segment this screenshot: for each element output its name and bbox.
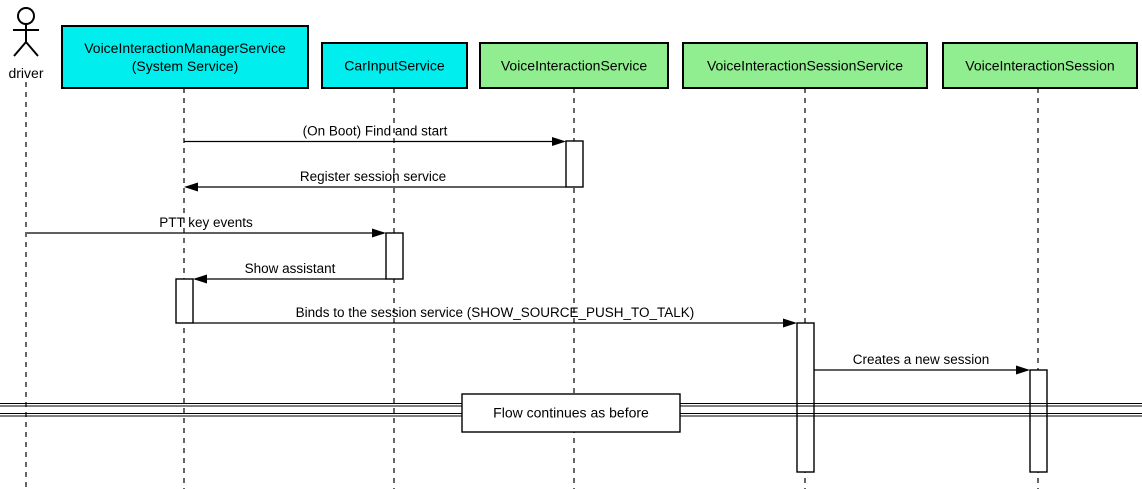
message-arrowhead <box>184 182 198 192</box>
message-on-boot-find-and-start: (On Boot) Find and start <box>184 124 566 146</box>
participant-label: VoiceInteractionSessionService <box>707 58 903 74</box>
participant-box <box>942 42 1138 89</box>
participant-label: VoiceInteractionService <box>501 58 648 74</box>
participant-label: CarInputService <box>344 58 445 74</box>
divider-box <box>461 393 681 433</box>
divider-label: Flow continues as before <box>493 405 649 421</box>
message-arrowhead <box>193 274 207 284</box>
participant-box <box>321 42 468 89</box>
participant-label: VoiceInteractionSession <box>965 58 1114 74</box>
stick-figure-icon <box>13 7 39 57</box>
divider-flow-continues: Flow continues as before <box>0 393 1142 433</box>
message-label: PTT key events <box>159 215 253 230</box>
participant-voiceinteractionsession: VoiceInteractionSession <box>942 42 1138 89</box>
message-label: Show assistant <box>245 261 336 276</box>
participant-box <box>682 42 928 89</box>
activation-bar-voiceinteractionsessionservice <box>796 322 815 473</box>
activation-bar-voiceinteractionmanagerservice <box>175 278 194 324</box>
message-arrowhead <box>372 228 386 238</box>
message-label: (On Boot) Find and start <box>303 124 448 139</box>
participant-voiceinteractionservice: VoiceInteractionService <box>479 42 669 89</box>
participant-voiceinteractionmanagerservice: VoiceInteractionManagerService (System S… <box>61 25 309 89</box>
participant-carinputservice: CarInputService <box>321 42 468 89</box>
participant-sublabel: (System Service) <box>132 58 239 74</box>
participant-voiceinteractionsessionservice: VoiceInteractionSessionService <box>682 42 928 89</box>
message-arrowhead <box>783 318 797 328</box>
message-binds-to-session-service: Binds to the session service (SHOW_SOURC… <box>193 305 797 328</box>
participant-box <box>479 42 669 89</box>
message-label: Binds to the session service (SHOW_SOURC… <box>296 305 695 320</box>
activation-bar-carinputservice <box>385 232 404 280</box>
message-label: Creates a new session <box>853 352 990 367</box>
activation-bar-voiceinteractionservice <box>565 140 584 188</box>
activation-bar-voiceinteractionsession <box>1029 369 1048 473</box>
message-register-session-service: Register session service <box>184 169 566 192</box>
message-show-assistant: Show assistant <box>193 261 386 284</box>
participant-box <box>61 25 309 89</box>
message-ptt-key-events: PTT key events <box>27 215 386 238</box>
message-arrowhead <box>1016 365 1030 375</box>
actor-driver: driver <box>8 7 44 81</box>
actor-label: driver <box>8 65 43 81</box>
participant-label: VoiceInteractionManagerService <box>84 40 286 56</box>
message-arrowhead <box>552 137 566 146</box>
message-label: Register session service <box>300 169 446 184</box>
message-creates-a-new-session: Creates a new session <box>814 352 1030 375</box>
